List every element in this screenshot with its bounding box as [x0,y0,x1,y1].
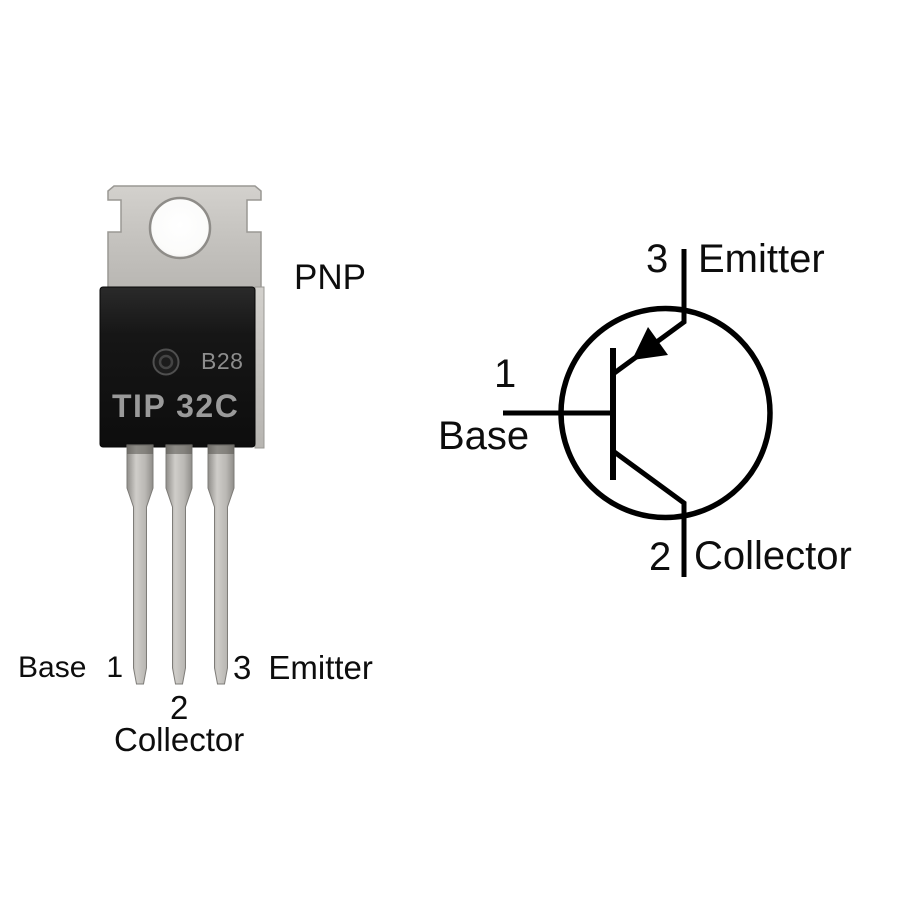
package-photo [99,185,265,685]
schematic-pin3-number: 3 [646,237,669,281]
pin1-number: 1 [106,651,124,684]
lead-2-collector [165,444,193,685]
package-pin2-number: 2 [170,689,189,726]
lead-1-base [126,444,154,685]
lead-3-emitter [207,444,235,685]
emitter-arrow-icon [632,327,668,360]
schematic-symbol [503,249,773,577]
schematic-pin2-number: 2 [649,535,672,579]
package-pin2-name: Collector [114,721,245,758]
lead-3-shadow [208,445,234,454]
lot-code-marking: B28 [201,348,244,374]
schematic-pin1-number: 1 [494,352,517,396]
package-pin1-label: Base 1 [18,653,123,683]
manufacturer-logo-icon [152,348,180,376]
tab-edge-sliver [254,286,265,449]
schematic-pin2-name: Collector [694,534,852,578]
pin3-number: 3 [233,649,252,686]
transistor-type-label: PNP [294,258,366,297]
mounting-hole-icon [148,196,212,260]
schematic-pin1-name: Base [438,414,530,458]
pin1-name: Base [18,651,87,684]
part-number-marking: TIP 32C [112,388,240,424]
pin3-name: Emitter [268,649,373,686]
lead-1-shadow [127,445,153,454]
schematic-pin3-name: Emitter [698,237,825,281]
lead-2-shadow [166,445,192,454]
collector-lead-line [611,448,687,577]
package-pin3-label: 3 Emitter [233,651,373,684]
